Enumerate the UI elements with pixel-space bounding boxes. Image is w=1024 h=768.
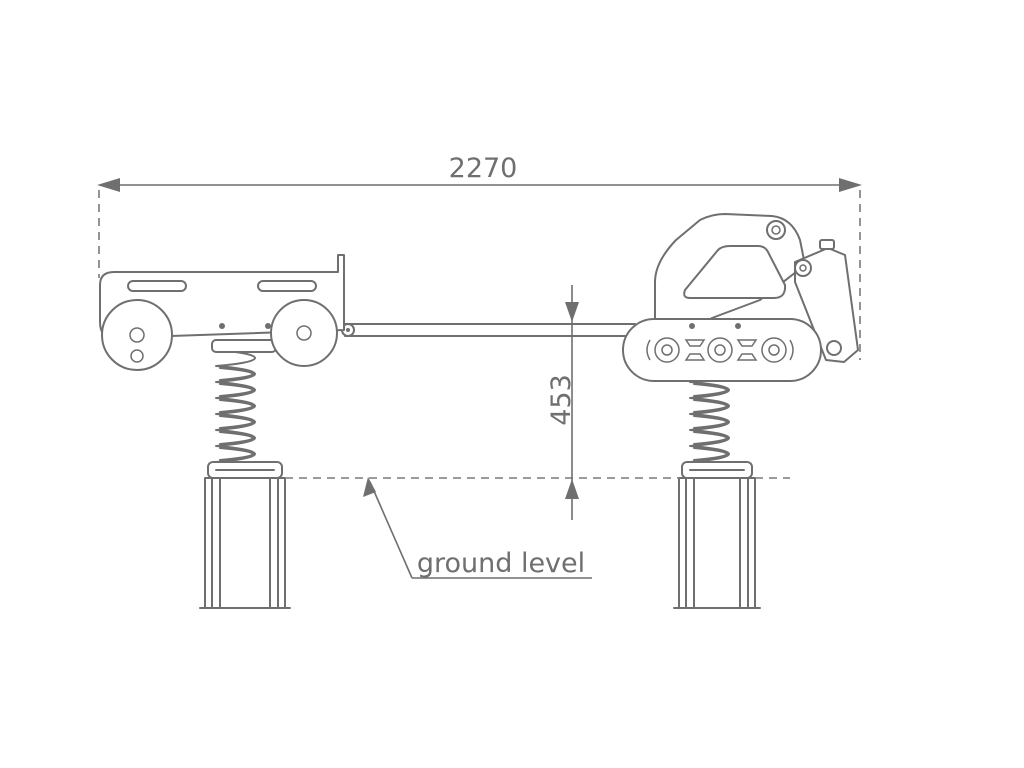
left-spring-base [207,461,283,479]
connecting-bar [341,323,636,337]
overall-width-dimension: 2270 [97,153,862,360]
right-spring-base [681,461,753,479]
left-spring-top-mount [211,339,277,353]
ground-level-label: ground level [417,548,585,579]
excavator-cab [654,213,806,333]
right-ground-post [673,477,761,609]
excavator-arm [766,220,859,363]
overall-width-label: 2270 [449,153,518,184]
left-ground-post [199,477,291,609]
seat-height-label: 453 [546,374,577,426]
trailer-front-wheel [270,299,338,367]
right-spring [689,381,730,463]
seat-height-dimension: 453 [546,285,635,520]
trailer-rear-wheel [101,299,173,371]
excavator-track [622,318,822,382]
ground-level-leader: ground level [363,477,592,579]
left-spring [215,349,256,463]
